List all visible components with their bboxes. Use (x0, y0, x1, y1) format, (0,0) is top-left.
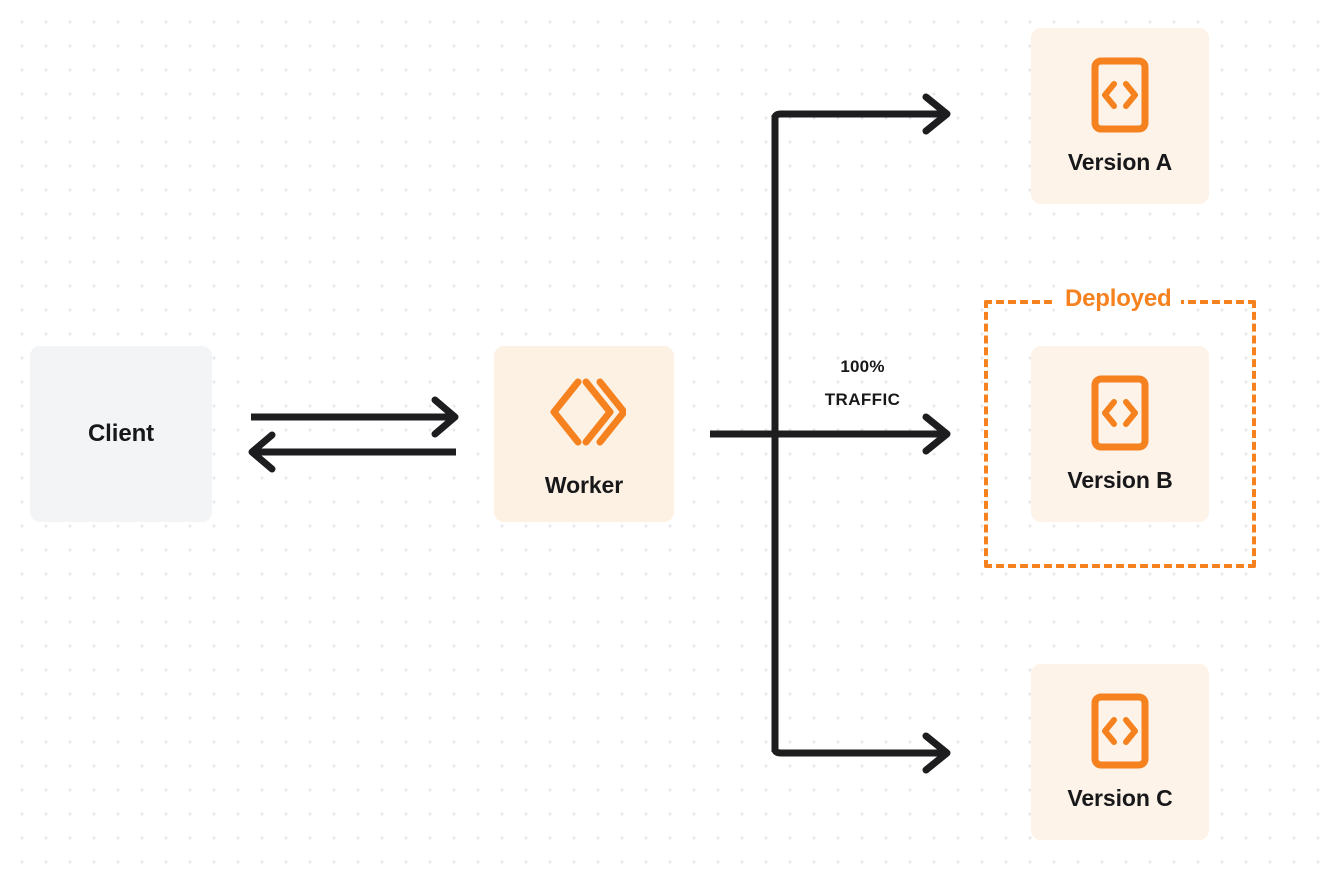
node-version-b[interactable]: Version B (1031, 346, 1209, 522)
node-version-b-label: Version B (1067, 466, 1173, 493)
node-version-c[interactable]: Version C (1031, 664, 1209, 840)
edge-worker-to-version-b (775, 413, 951, 455)
node-version-a-label: Version A (1067, 148, 1173, 175)
node-client-label: Client (87, 420, 155, 447)
node-version-c-label: Version C (1067, 784, 1173, 811)
cloudflare-workers-logo-icon (542, 370, 626, 454)
edge-worker-to-version-c (771, 732, 951, 774)
traffic-percent: 100% (840, 357, 885, 376)
edge-worker-to-version-a (771, 93, 951, 135)
node-worker[interactable]: Worker (494, 346, 674, 522)
deployed-group-label: Deployed (1055, 284, 1182, 314)
node-client[interactable]: Client (30, 346, 212, 522)
code-brackets-icon (1091, 693, 1149, 769)
node-version-a[interactable]: Version A (1031, 28, 1209, 204)
code-brackets-icon (1091, 57, 1149, 133)
edge-client-to-worker (251, 396, 459, 438)
edge-worker-to-client (248, 431, 456, 473)
traffic-word: TRAFFIC (824, 390, 901, 409)
node-worker-label: Worker (544, 471, 624, 498)
code-brackets-icon (1091, 375, 1149, 451)
traffic-label: 100% TRAFFIC (790, 350, 935, 416)
edge-worker-trunk (710, 115, 779, 752)
